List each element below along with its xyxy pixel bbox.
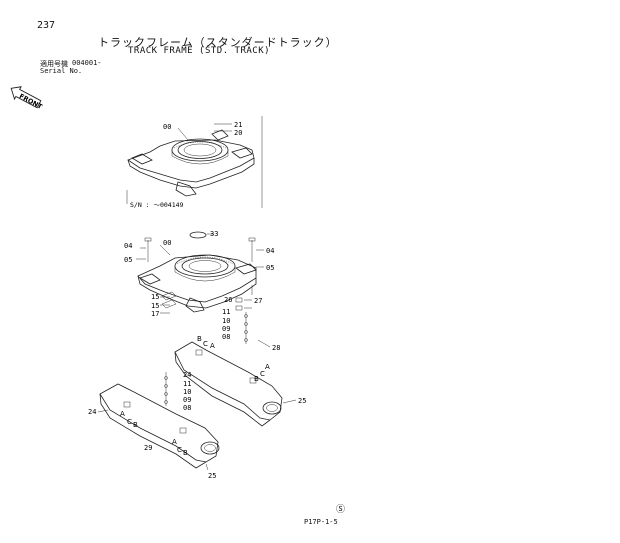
- ref-letter: C: [127, 418, 132, 426]
- callout-upper-20: 20: [234, 129, 242, 137]
- callout-upper-21: 21: [234, 121, 242, 129]
- callout-11-left: 11: [183, 380, 191, 388]
- ref-letter: C: [203, 340, 208, 348]
- ref-letter: A: [265, 363, 270, 371]
- footer-code: P17P-1-5: [304, 518, 338, 526]
- callout-04-right: 04: [266, 247, 274, 255]
- lower-frame-illustration: [97, 231, 297, 471]
- lower-callouts: 33 04 00 04 05 05 15 15 17 26 27 11 10 0…: [88, 230, 306, 480]
- callout-05-left: 05: [124, 256, 132, 264]
- title-japanese: トラックフレーム（スタンダードトラック）: [98, 36, 338, 49]
- callout-09-left: 09: [183, 396, 191, 404]
- callout-28: 28: [272, 344, 280, 352]
- callout-24-left: 24: [88, 408, 96, 416]
- callout-08-left: 08: [183, 404, 191, 412]
- title-english: TRACK FRAME (STD. TRACK): [128, 46, 271, 56]
- callout-25-left: 25: [208, 472, 216, 480]
- callout-10-right: 10: [222, 317, 230, 325]
- callout-15-b: 15: [151, 302, 159, 310]
- callout-08-right: 08: [222, 333, 230, 341]
- footer-symbol: Ⓢ: [336, 505, 346, 515]
- callout-24-right: 24: [183, 371, 191, 379]
- callout-27: 27: [254, 297, 262, 305]
- ref-letter: B: [197, 335, 202, 343]
- serial-no-label: Serial No.: [40, 67, 83, 75]
- page-number: 237: [37, 20, 56, 31]
- ref-letter: C: [177, 446, 182, 454]
- ref-letter: A: [172, 438, 177, 446]
- callout-11-right: 11: [222, 308, 230, 316]
- callout-15-a: 15: [151, 293, 159, 301]
- front-arrow-icon: FRONT: [10, 86, 44, 111]
- applicable-model-label: 適用号機: [40, 60, 68, 68]
- ref-letter: A: [210, 342, 215, 350]
- callout-05-right: 05: [266, 264, 274, 272]
- callout-04-left: 04: [124, 242, 132, 250]
- ref-letter: C: [260, 370, 265, 378]
- ref-letter: B: [133, 421, 138, 429]
- ref-letter: B: [183, 449, 188, 457]
- callout-26: 26: [224, 296, 232, 304]
- ref-letter: B: [254, 375, 259, 383]
- callout-29: 29: [144, 444, 152, 452]
- reference-letters: B C A A C B A C B A C B: [120, 335, 270, 457]
- ref-letter: A: [120, 410, 125, 418]
- callout-17: 17: [151, 310, 159, 318]
- applicable-model-value: 004001-: [72, 59, 102, 67]
- callout-00: 00: [163, 239, 171, 247]
- callout-upper-00: 00: [163, 123, 171, 131]
- callout-09-right: 09: [222, 325, 230, 333]
- callout-33: 33: [210, 230, 218, 238]
- upper-frame-illustration: [126, 116, 263, 208]
- sn-note: S/N : ～004149: [130, 201, 184, 209]
- callout-10-left: 10: [183, 388, 191, 396]
- callout-25-right: 25: [298, 397, 306, 405]
